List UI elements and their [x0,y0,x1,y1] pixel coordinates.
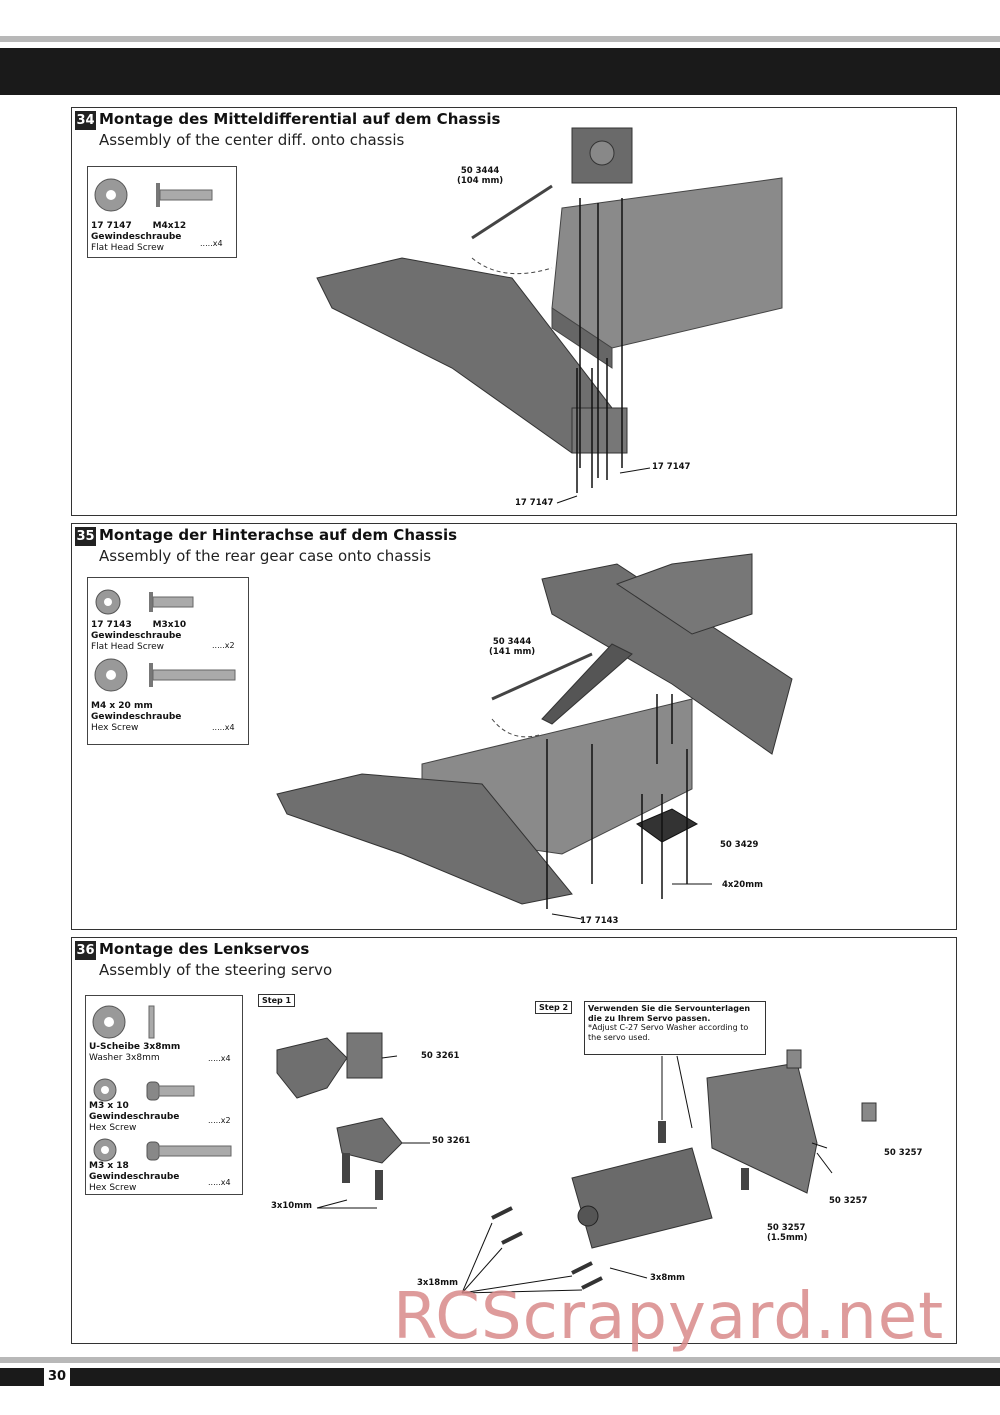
callout-driveshaft: 50 3444 [460,166,500,176]
part-code: M3 x 10 [89,1101,129,1111]
callout-mount-top: 50 3257 [884,1148,923,1158]
part-qty: .....x4 [208,1178,231,1187]
step-35-assembly-drawing [276,553,793,920]
part-qty: .....x4 [208,1054,231,1063]
part-name-de: Gewindeschraube [91,232,182,242]
step-35-title-de: Montage der Hinterachse auf dem Chassis [99,526,458,544]
step-34-title-en: Assembly of the center diff. onto chassi… [99,131,405,149]
part-name-en: Washer 3x8mm [89,1053,160,1063]
washer-and-screw-icon [94,178,213,212]
part-name-en: Flat Head Screw [91,243,165,253]
callout-mount: 50 3257 [829,1196,868,1206]
note-de: Verwenden Sie die Servounterlagen die zu… [588,1004,751,1023]
callout-plate: 50 3429 [720,840,759,850]
step-36-title-de: Montage des Lenkservos [99,940,310,958]
watermark: RCScrapyard.net [393,1280,945,1354]
part-size: M4x12 [152,221,187,231]
callout-washer-thickness: (1.5mm) [767,1233,808,1243]
callout-driveshaft: 50 3444 [492,637,532,647]
servo-washer-note: Verwenden Sie die Servounterlagen die zu… [584,1001,766,1055]
callout-driveshaft-length: (141 mm) [489,647,536,657]
part-size: M3x10 [152,620,187,630]
callout-screw-b: 17 7143 [580,916,619,926]
part-code: 17 7147 [91,221,132,231]
step-35-panel: 35 Montage der Hinterachse auf dem Chass… [71,523,957,930]
part-name-de: Gewindeschraube [91,712,182,722]
part-qty: .....x4 [212,723,235,732]
step-36-panel: 36 Montage des Lenkservos Assembly of th… [71,937,957,1344]
bottom-footer-bar [0,1368,1000,1386]
step-1-label: Step 1 [258,994,296,1007]
step-36-title-en: Assembly of the steering servo [99,961,333,979]
note-en: *Adjust C-27 Servo Washer according to t… [588,1023,749,1042]
step-36-assembly-drawing [276,1032,877,1294]
callout-screws-18: 3x18mm [417,1278,458,1288]
top-gray-band [0,36,1000,42]
callout-saver-a: 50 3261 [421,1051,460,1061]
page-number: 30 [44,1368,70,1386]
part-name-en: Hex Screw [91,723,139,733]
part-name-de: Gewindeschraube [89,1172,180,1182]
callout-saver-b: 50 3261 [432,1136,471,1146]
step-34-parts-box: 17 7147 M4x12 Gewindeschraube Flat Head … [87,166,237,258]
step-36-parts-box: U-Scheibe 3x8mm Washer 3x8mm .....x4 M3 … [85,995,243,1195]
part-code: U-Scheibe 3x8mm [89,1042,181,1052]
part-name-de: Gewindeschraube [89,1112,180,1122]
top-header-bar [0,48,1000,95]
step-35-title-en: Assembly of the rear gear case onto chas… [99,547,432,565]
bottom-gray-band [0,1357,1000,1363]
callout-screw-b: 17 7147 [515,498,554,508]
callout-screws: 4x20mm [722,880,763,890]
step-34-title-de: Montage des Mitteldifferential auf dem C… [99,110,501,128]
step-34-panel: 34 Montage des Mitteldifferential auf de… [71,107,957,516]
part-name-en: Hex Screw [89,1123,137,1133]
step-2-label: Step 2 [535,1001,573,1014]
callout-washer: 50 3257 [767,1223,806,1233]
part-code: M4 x 20 mm [91,701,153,711]
part-name-de: Gewindeschraube [91,631,182,641]
step-36-number: 36 [75,941,96,960]
part-qty: .....x2 [208,1116,231,1125]
callout-screws-10: 3x10mm [271,1201,312,1211]
washer-and-screw-icons [92,1005,232,1162]
step-35-parts-box: 17 7143 M3x10 Gewindeschraube Flat Head … [87,577,249,745]
callout-screw-a: 17 7147 [652,462,691,472]
callout-driveshaft-length: (104 mm) [457,176,504,186]
step-34-assembly-drawing [316,127,783,504]
callout-washers: 3x8mm [650,1273,686,1283]
step-34-number: 34 [75,111,96,130]
part-qty: .....x2 [212,641,235,650]
part-name-en: Flat Head Screw [91,642,165,652]
part-code: M3 x 18 [89,1161,129,1171]
part-code: 17 7143 [91,620,132,630]
part-name-en: Hex Screw [89,1183,137,1193]
step-35-number: 35 [75,527,96,546]
part-qty: .....x4 [200,239,223,248]
washer-and-screw-icons [94,589,236,692]
